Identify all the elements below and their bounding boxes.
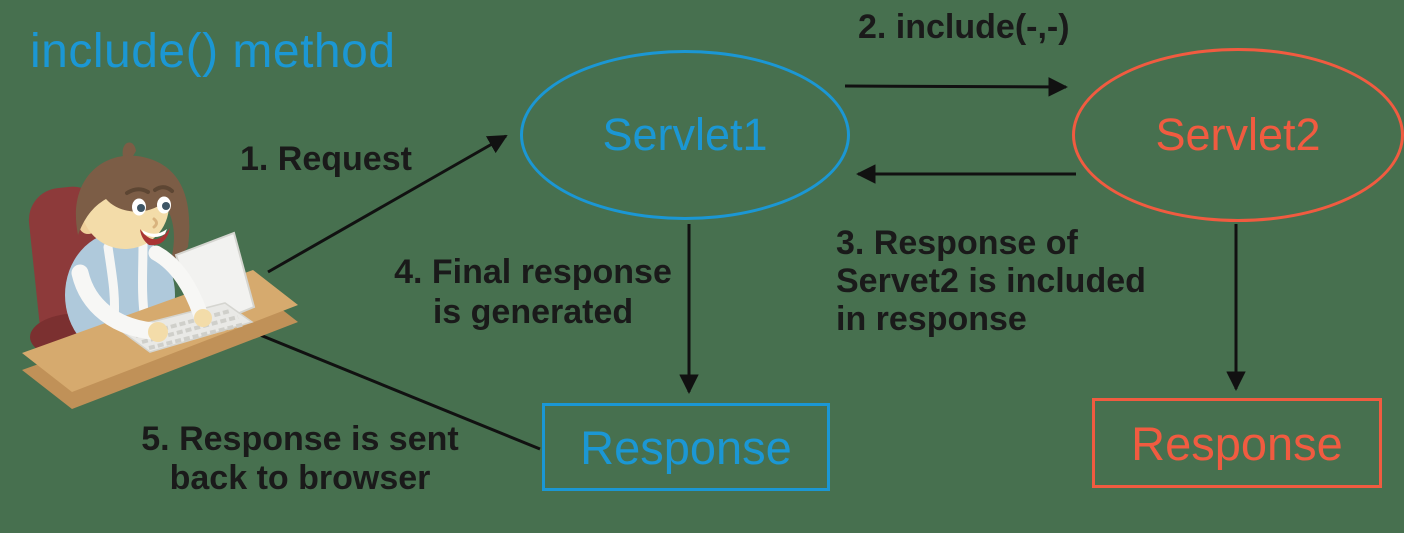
- servlet1-node: Servlet1: [520, 50, 850, 220]
- boy-at-laptop-illustration: [22, 142, 298, 409]
- diagram-title: include() method: [30, 25, 396, 78]
- step4-line1: 4. Final response: [394, 253, 672, 291]
- response-box-servlet2: Response: [1092, 398, 1382, 488]
- response-left-label: Response: [580, 420, 792, 474]
- step3-line3: in response: [836, 300, 1027, 338]
- step2-include-label: 2. include(-,-): [858, 8, 1070, 46]
- step3-line2: Servet2 is included: [836, 262, 1146, 300]
- step5-line1: 5. Response is sent: [141, 420, 459, 458]
- boy-head: [75, 142, 190, 264]
- response-right-label: Response: [1131, 416, 1343, 470]
- servlet2-node: Servlet2: [1072, 48, 1404, 222]
- step1-request-label: 1. Request: [240, 140, 412, 178]
- step4-final-response-label: 4. Final response is generated: [385, 252, 681, 332]
- step3-included-response-label: 3. Response of Servet2 is included in re…: [836, 224, 1146, 338]
- boy-arms: [71, 245, 212, 342]
- step3-line1: 3. Response of: [836, 224, 1078, 262]
- boy-mouth: [140, 228, 170, 246]
- servlet1-label: Servlet1: [602, 109, 768, 160]
- servlet2-label: Servlet2: [1155, 109, 1321, 160]
- include-arrow: [844, 77, 1068, 97]
- step4-line2: is generated: [432, 293, 634, 331]
- laptop-keyboard: [135, 309, 246, 350]
- step5-response-sent-label: 5. Response is sent back to browser: [118, 420, 482, 498]
- response-box-servlet1: Response: [542, 403, 830, 491]
- step5-line2: back to browser: [169, 459, 431, 497]
